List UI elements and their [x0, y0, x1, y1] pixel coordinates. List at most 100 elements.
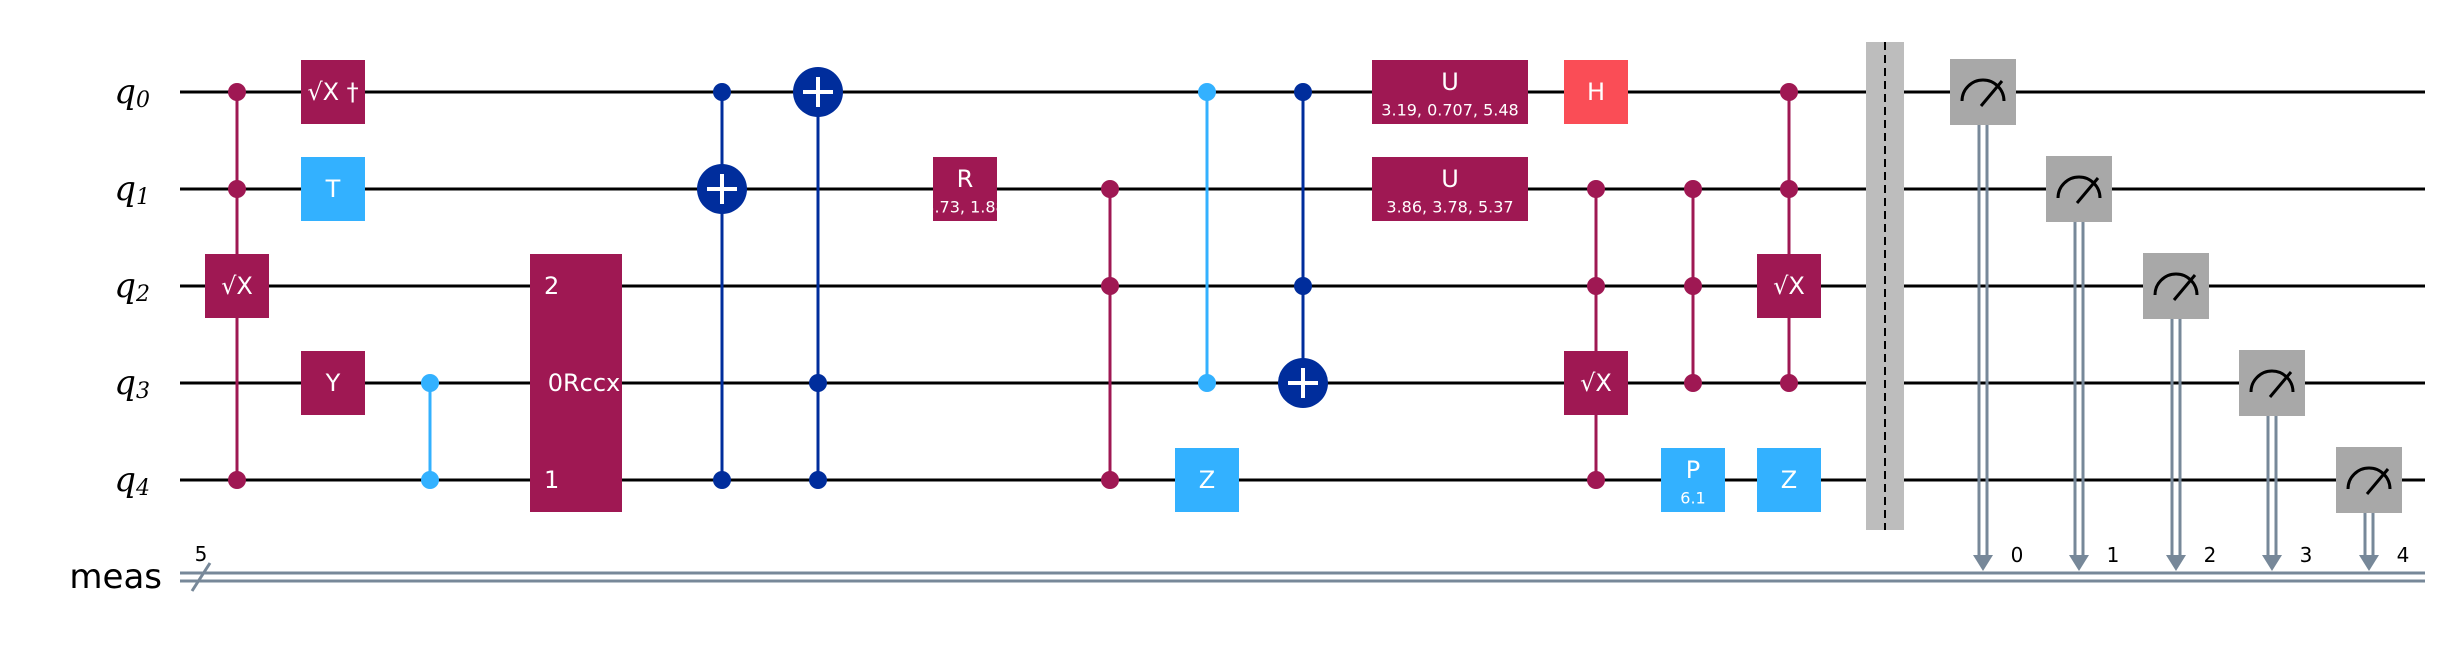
gate-ccz-3 [1684, 180, 1702, 392]
qubit-label-index: 2 [135, 282, 150, 307]
qubit-label-name: q [114, 460, 136, 500]
measure-clbit-label: 3 [2300, 543, 2313, 567]
gate-box [1661, 448, 1725, 512]
qubit-label-name: q [114, 363, 136, 403]
qubit-label-4: q4 [114, 460, 150, 501]
gate-box [1372, 157, 1528, 221]
meter-arc-icon [2153, 272, 2199, 296]
measure-clbit-label: 2 [2204, 543, 2217, 567]
control-dot [228, 180, 246, 198]
qubit-label-1: q1 [114, 169, 150, 210]
meter-needle-icon [1979, 80, 2004, 107]
gate-box [1564, 351, 1628, 415]
qubit-label-name: q [114, 72, 136, 112]
measure-box [2143, 253, 2209, 319]
control-dot [1780, 83, 1798, 101]
gate-h: H [1564, 60, 1628, 124]
qubit-label-3: q3 [114, 363, 150, 404]
gate-label: √X † [307, 78, 358, 106]
gate-box [1175, 448, 1239, 512]
control-dot [1101, 277, 1119, 295]
control-dot [228, 83, 246, 101]
qubit-label-index: 1 [136, 185, 150, 210]
gate-label: R [957, 165, 974, 193]
control-dot [1684, 374, 1702, 392]
measure-clbit-label: 0 [2011, 543, 2024, 567]
measure-clbit-label: 4 [2397, 543, 2410, 567]
qubit-label-index: 0 [136, 88, 150, 113]
qubit-label-index: 4 [135, 476, 150, 501]
meter-arc-icon [2346, 466, 2392, 490]
measurement-operations: 0 1 2 3 4 [1950, 59, 2409, 571]
gate-cz-1 [421, 374, 439, 489]
measure-q3: 3 [2239, 350, 2312, 571]
control-dot [1684, 180, 1702, 198]
measure-arrow [2166, 555, 2186, 571]
measure-arrow [1973, 555, 1993, 571]
classical-bus-slash [190, 562, 212, 592]
meter-arc-icon [1960, 78, 2006, 102]
gate-cx-3 [1278, 83, 1328, 408]
gate-csx-1: √X [1564, 180, 1628, 489]
gate-box [1757, 254, 1821, 318]
control-dot [1587, 471, 1605, 489]
gate-label: √X [1773, 272, 1805, 300]
meter-arc-icon [2249, 369, 2295, 393]
gate-csx-2: √X [1757, 83, 1821, 392]
control-dot [713, 471, 731, 489]
control-dot [1780, 374, 1798, 392]
gate-ccz-2 [1101, 180, 1119, 489]
gate-label: √X [1580, 369, 1612, 397]
control-dot [1780, 180, 1798, 198]
gate-z-1: Z [1175, 448, 1239, 512]
gate-box [1372, 60, 1528, 124]
gate-r: R3.73, 1.88 [924, 157, 1006, 221]
measure-clbit-label: 1 [2107, 543, 2120, 567]
gate-label: Y [325, 369, 341, 397]
meter-needle-icon [2268, 371, 2293, 398]
measure-q1: 1 [2046, 156, 2119, 571]
barrier [1866, 42, 1904, 530]
gate-cz-2 [1198, 83, 1216, 392]
gate-box [205, 254, 269, 318]
gate-label: Z [1781, 466, 1797, 494]
control-dot [228, 471, 246, 489]
gate-box [933, 157, 997, 221]
gate-cx-1 [697, 83, 747, 489]
measure-box [2239, 350, 2305, 416]
control-dot [1684, 277, 1702, 295]
gate-label: T [325, 175, 341, 203]
measure-arrow [2359, 555, 2379, 571]
gate-u-1: U 3.19, 0.707, 5.48 [1372, 60, 1528, 124]
gate-params: 3.86, 3.78, 5.37 [1386, 198, 1513, 217]
gate-y: Y [301, 351, 365, 415]
gate-sxdg: √X † [301, 60, 365, 124]
gate-params: 3.19, 0.707, 5.48 [1381, 101, 1518, 120]
gate-label: P [1686, 456, 1700, 484]
measure-q2: 2 [2143, 253, 2216, 571]
measure-box [1950, 59, 2016, 125]
gate-label: √X [221, 272, 253, 300]
measure-arrow [2262, 555, 2282, 571]
measure-q0: 0 [1950, 59, 2023, 571]
meter-needle-icon [2075, 177, 2100, 204]
gate-box [1757, 448, 1821, 512]
control-dot [809, 471, 827, 489]
gate-label: 0Rccx [548, 369, 621, 397]
gate-z-2: Z [1757, 448, 1821, 512]
gate-label: U [1441, 68, 1459, 96]
meter-arc-icon [2056, 175, 2102, 199]
control-dot [713, 83, 731, 101]
gate-pin-label: 2 [544, 272, 559, 300]
gate-ccz-1: √X [205, 83, 269, 489]
gate-box [301, 351, 365, 415]
measure-q4: 4 [2336, 447, 2409, 571]
gate-box [530, 254, 622, 512]
gate-label: H [1587, 78, 1605, 106]
measure-arrow [2069, 555, 2089, 571]
control-dot [1198, 83, 1216, 101]
gate-pin-label: 1 [544, 466, 559, 494]
gate-label: U [1441, 165, 1459, 193]
